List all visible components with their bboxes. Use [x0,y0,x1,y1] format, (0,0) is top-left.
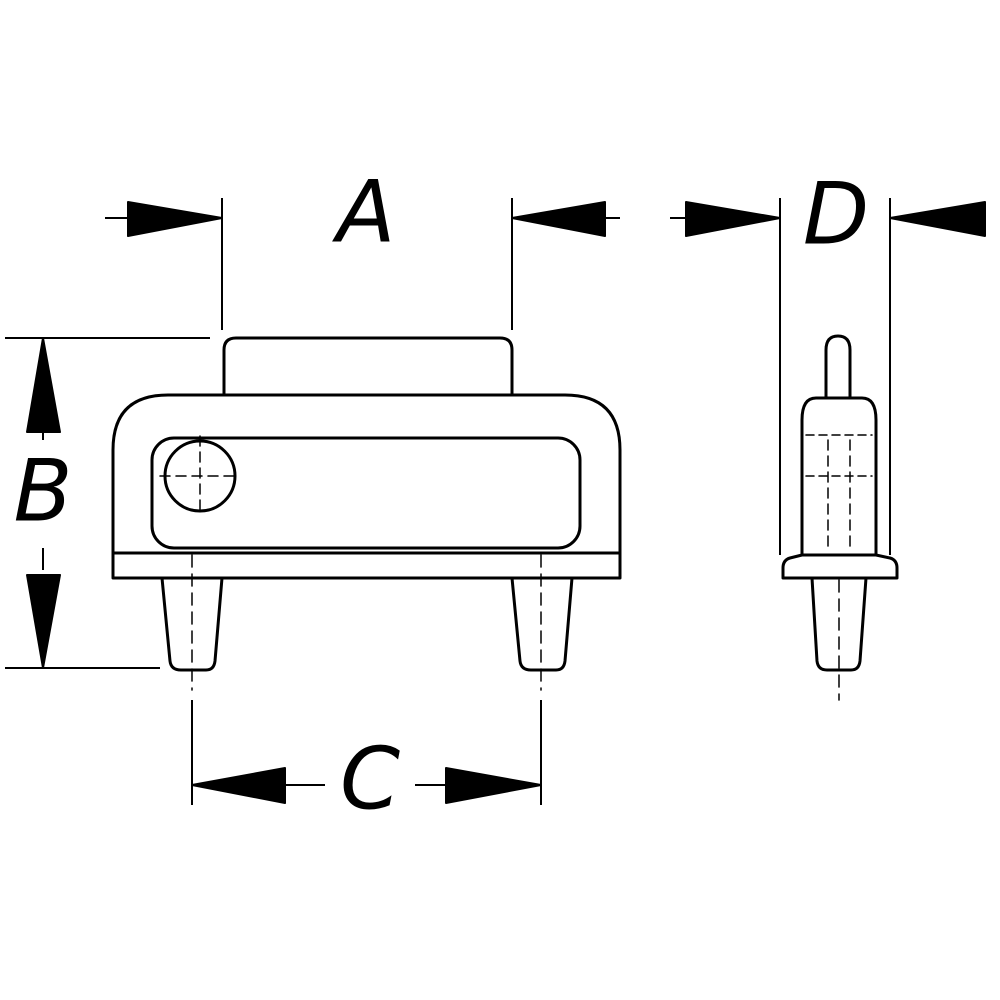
dim-a-arrow-left [127,201,223,237]
dim-d-arrow-left [685,201,781,237]
front-body-outline [111,393,622,580]
front-right-leg [510,576,574,672]
dim-a-arrow-right [511,201,606,237]
dim-a-label: A [332,162,396,262]
dim-b-label: B [14,441,73,541]
dimension-labels: A B C D [14,162,870,829]
front-left-leg [160,576,224,672]
dim-d-label: D [803,164,869,264]
dim-b-arrow-top [26,337,61,433]
side-flange [781,553,899,580]
front-view [111,336,622,691]
dim-c-label: C [340,729,400,829]
side-view [781,334,899,701]
dim-c-arrow-right [445,767,542,804]
front-slot [150,436,582,550]
side-pin-top [824,334,852,400]
front-top-block [222,336,514,397]
dim-c-arrow-left [191,767,286,804]
dimension-arrows [26,201,986,804]
dim-d-arrow-right [889,201,986,237]
dim-b-arrow-bottom [26,574,61,669]
side-body [800,396,878,557]
side-leg [810,576,868,672]
